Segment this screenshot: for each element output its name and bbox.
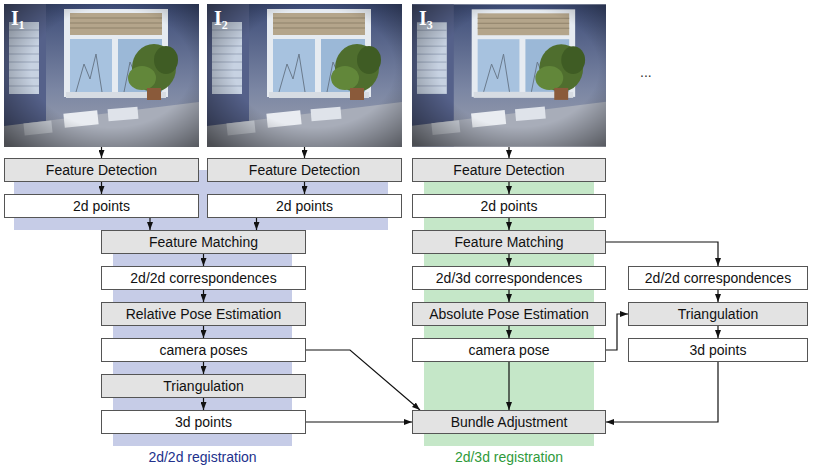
process-box: Feature Matching [101,230,306,254]
flow-arrow [606,242,718,266]
flow-arrow [717,290,718,302]
box-label: 2d/2d correspondences [645,270,791,286]
registration-band: 2d/2d registration2d points2d pointsFeat… [14,170,388,446]
flow-arrow [203,254,204,266]
camera-frame: I₃ [412,4,606,147]
box-label: Feature Detection [453,162,564,178]
flow-arrow [606,314,628,350]
camera-frame: I₁ [4,4,199,147]
box-label: Feature Matching [149,234,258,250]
flow-arrow [606,362,718,422]
flow-arrow [508,147,509,158]
process-box: Feature Detection [207,158,402,182]
box-label: 3d points [690,342,747,358]
process-box: Feature Detection [412,158,606,182]
flow-arrow [508,182,509,194]
flow-arrow [203,362,204,374]
box-label: Triangulation [678,306,758,322]
data-box: 2d/2d correspondences [101,266,306,290]
camera-image [4,4,199,147]
continuation-label: ... [640,64,652,80]
flow-arrow [508,254,509,266]
image-label: I₃ [419,7,433,30]
flow-arrow [508,218,509,230]
flow-arrow [717,326,718,338]
data-box: 2d points [4,194,199,218]
box-label: Feature Detection [46,162,157,178]
box-label: Feature Matching [455,234,564,250]
flow-arrow [101,147,102,158]
flow-arrow [508,326,509,338]
box-label: 2d points [481,198,538,214]
box-label: 2d/2d correspondences [130,270,276,286]
camera-image [207,4,402,147]
flow-arrow [203,326,204,338]
camera-image [412,4,606,146]
flow-arrow [101,182,102,194]
box-label: 2d points [276,198,333,214]
process-box: Relative Pose Estimation [101,302,306,326]
flow-arrow [306,350,420,410]
data-box: 2d/2d correspondences [628,266,808,290]
flow-arrow [306,421,412,422]
data-box: 3d points [101,410,306,434]
box-label: Bundle Adjustment [451,414,568,430]
box-label: camera poses [160,342,248,358]
data-box: 2d/3d correspondences [412,266,606,290]
band-heading: 2d/3d registration [455,449,563,465]
flow-arrow [304,182,305,194]
data-box: camera poses [101,338,306,362]
process-box: Triangulation [101,374,306,398]
camera-frame: I₂ [207,4,402,147]
process-box: Feature Matching [412,230,606,254]
box-label: Triangulation [163,378,243,394]
flow-arrow [203,290,204,302]
box-label: 3d points [175,414,232,430]
flow-arrow [256,218,257,230]
process-box: Feature Detection [4,158,199,182]
data-box: 3d points [628,338,808,362]
flow-arrow [149,218,150,230]
box-label: 2d/3d correspondences [436,270,582,286]
flow-arrow [304,147,305,158]
box-label: Feature Detection [249,162,360,178]
flow-arrow [508,362,509,410]
process-box: Triangulation [628,302,808,326]
data-box: 2d points [412,194,606,218]
process-box: Absolute Pose Estimation [412,302,606,326]
box-label: Absolute Pose Estimation [429,306,589,322]
box-label: 2d points [73,198,130,214]
box-label: camera pose [469,342,550,358]
image-label: I₁ [11,7,25,30]
band-heading: 2d/2d registration [148,449,256,465]
image-label: I₂ [214,7,228,30]
process-box: Bundle Adjustment [412,410,606,434]
flow-arrow [508,290,509,302]
flow-arrow [203,398,204,410]
data-box: camera pose [412,338,606,362]
box-label: Relative Pose Estimation [126,306,282,322]
data-box: 2d points [207,194,402,218]
registration-band: 2d/3d registration2d pointsFeature Match… [424,170,594,446]
